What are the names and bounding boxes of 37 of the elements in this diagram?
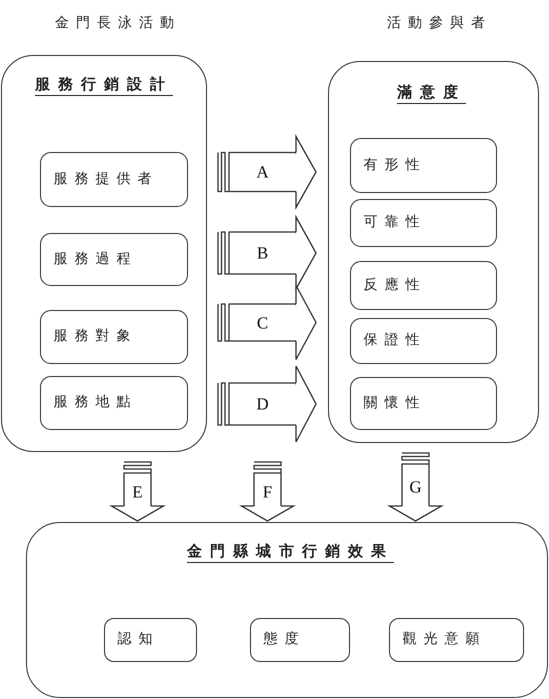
rounded-panel xyxy=(26,522,548,698)
factor-label: 服務提供者 xyxy=(54,170,158,188)
edge-label: G xyxy=(409,478,422,496)
rounded-rectangle xyxy=(388,618,524,662)
rounded-rectangle xyxy=(350,138,496,192)
rounded-rectangle xyxy=(40,232,188,286)
factor-label: 可靠性 xyxy=(364,214,426,231)
edge-label: F xyxy=(262,483,272,500)
factor-label: 服務對象 xyxy=(54,328,138,345)
rounded-rectangle xyxy=(40,310,188,364)
factor-label: 保證性 xyxy=(364,332,426,349)
factor-label: 反應性 xyxy=(364,276,426,294)
edge-label: D xyxy=(256,396,269,412)
edge-label: E xyxy=(132,483,143,500)
edge-label: B xyxy=(256,244,268,262)
rounded-rectangle xyxy=(104,618,196,662)
section-title: 服務行銷設計 xyxy=(35,75,173,96)
rounded-rectangle xyxy=(40,376,188,430)
rounded-rectangle xyxy=(350,198,496,246)
rounded-rectangle xyxy=(350,318,496,364)
rounded-rectangle xyxy=(250,618,350,662)
rounded-rectangle xyxy=(350,260,496,310)
rounded-rectangle xyxy=(40,152,188,206)
factor-label: 有形性 xyxy=(364,156,426,174)
section-title: 滿意度 xyxy=(397,83,466,104)
section-title: 金門縣城市行銷效果 xyxy=(187,542,394,563)
factor-label: 認知 xyxy=(118,631,160,648)
factor-label: 服務地點 xyxy=(54,394,138,411)
factor-label: 觀光意願 xyxy=(402,631,486,648)
edge-label: C xyxy=(256,314,268,331)
edge-label: A xyxy=(256,164,269,180)
factor-label: 態度 xyxy=(264,631,306,648)
column-heading: 活動參與者 xyxy=(387,15,492,32)
factor-label: 關懷性 xyxy=(364,394,426,412)
column-heading: 金門長泳活動 xyxy=(55,15,181,32)
factor-label: 服務過程 xyxy=(54,250,138,268)
rounded-rectangle xyxy=(350,376,496,430)
